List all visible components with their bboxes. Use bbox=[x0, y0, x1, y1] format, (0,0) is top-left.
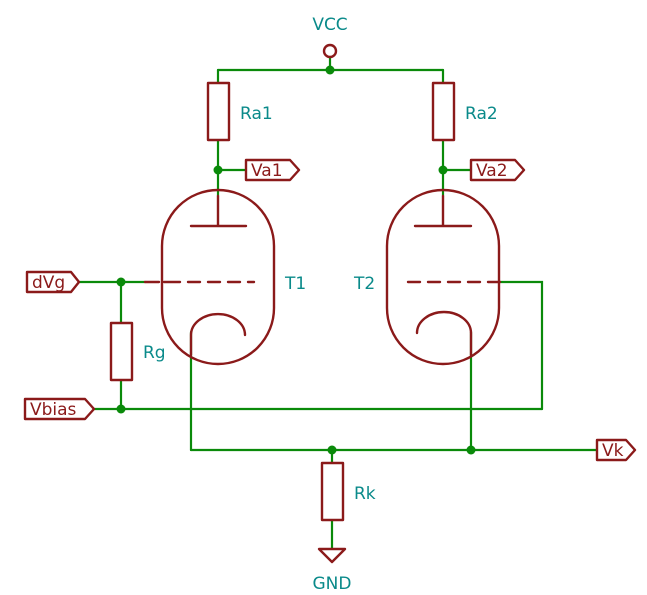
ra2-label: Ra2 bbox=[465, 104, 498, 124]
gnd-label: GND bbox=[313, 574, 352, 594]
va2-port-text: Va2 bbox=[476, 161, 508, 181]
port-dvg: dVg bbox=[25, 270, 81, 294]
port-va2: Va2 bbox=[469, 158, 526, 182]
wires bbox=[77, 56, 599, 550]
rg-label: Rg bbox=[143, 343, 166, 363]
junction-vbias bbox=[116, 404, 126, 414]
resistor-ra1: Ra1 bbox=[206, 81, 273, 142]
gnd-symbol: GND bbox=[313, 547, 352, 594]
port-vk: Vk bbox=[595, 438, 637, 462]
junction-va2 bbox=[438, 165, 448, 175]
junctions bbox=[116, 65, 476, 455]
ra1-label: Ra1 bbox=[240, 104, 273, 124]
junction-t2-cathode bbox=[466, 445, 476, 455]
rk-label: Rk bbox=[354, 484, 376, 504]
junction-dvg bbox=[116, 277, 126, 287]
tube-t1-envelope bbox=[160, 188, 276, 366]
resistor-rg: Rg bbox=[109, 321, 166, 382]
vcc-label: VCC bbox=[312, 15, 347, 35]
resistor-ra2: Ra2 bbox=[431, 81, 498, 142]
port-vbias: Vbias bbox=[23, 397, 96, 421]
vbias-port-text: Vbias bbox=[30, 400, 77, 420]
tube-t1: T1 bbox=[143, 188, 306, 366]
t2-label: T2 bbox=[353, 274, 375, 294]
vcc-symbol: VCC bbox=[312, 15, 348, 59]
va1-port-text: Va1 bbox=[251, 161, 283, 181]
port-va1: Va1 bbox=[244, 158, 301, 182]
tube-t1-plate bbox=[189, 194, 248, 228]
tube-t2-envelope bbox=[385, 188, 501, 366]
wire-t2-grid bbox=[498, 280, 544, 411]
dvg-port-text: dVg bbox=[32, 273, 65, 293]
tube-t1-cathode bbox=[189, 312, 247, 357]
tube-t2-cathode bbox=[415, 310, 473, 357]
junction-vcc bbox=[325, 65, 335, 75]
vk-port-text: Vk bbox=[602, 441, 624, 461]
tube-t2-plate bbox=[413, 194, 473, 228]
t1-label: T1 bbox=[284, 274, 306, 294]
resistor-rk: Rk bbox=[320, 461, 376, 522]
junction-va1 bbox=[213, 165, 223, 175]
tube-t2: T2 bbox=[353, 188, 502, 366]
junction-rk bbox=[327, 445, 337, 455]
